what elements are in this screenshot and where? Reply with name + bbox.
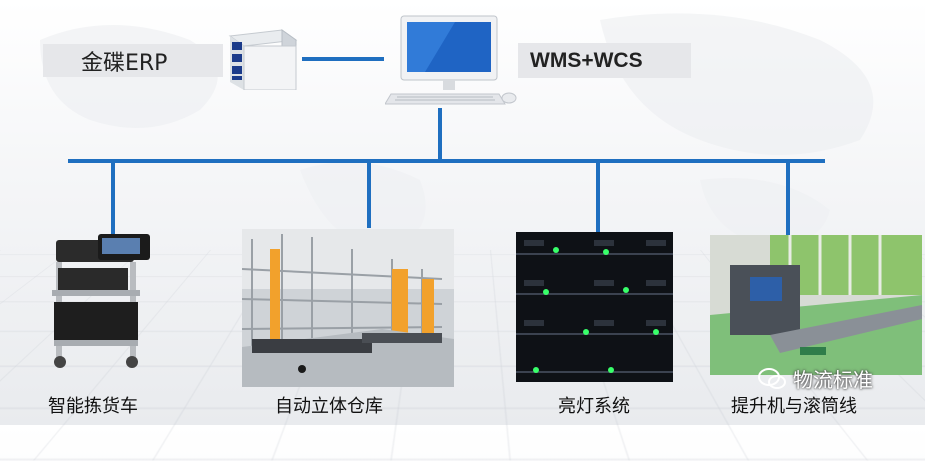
watermark-text: 物流标准 xyxy=(793,368,873,392)
computer-drop-line xyxy=(438,108,442,161)
wms-label: WMS+WCS xyxy=(530,48,643,72)
caption-pick-to-light: 亮灯系统 xyxy=(558,396,630,417)
drop-line-conveyor xyxy=(786,163,790,235)
automated-warehouse-image xyxy=(242,229,454,387)
desktop-computer-icon xyxy=(385,15,517,105)
drop-line-warehouse xyxy=(367,163,371,228)
erp-label-box: 金碟ERP xyxy=(43,44,223,77)
erp-link-line xyxy=(302,57,384,61)
network-bus-line xyxy=(68,159,825,163)
wms-label-box: WMS+WCS xyxy=(518,43,691,78)
drop-line-light xyxy=(596,163,600,233)
watermark: 物流标准 xyxy=(757,364,873,393)
server-icon xyxy=(228,29,298,90)
pick-to-light-image xyxy=(516,232,673,382)
erp-label: 金碟ERP xyxy=(81,50,168,76)
wechat-icon xyxy=(758,367,786,389)
caption-picking-cart: 智能拣货车 xyxy=(48,396,138,417)
picking-cart-image xyxy=(52,234,150,368)
caption-lift-conveyor: 提升机与滚筒线 xyxy=(731,396,857,417)
drop-line-cart xyxy=(111,163,115,235)
lift-conveyor-image xyxy=(710,235,922,375)
caption-automated-warehouse: 自动立体仓库 xyxy=(275,396,383,417)
